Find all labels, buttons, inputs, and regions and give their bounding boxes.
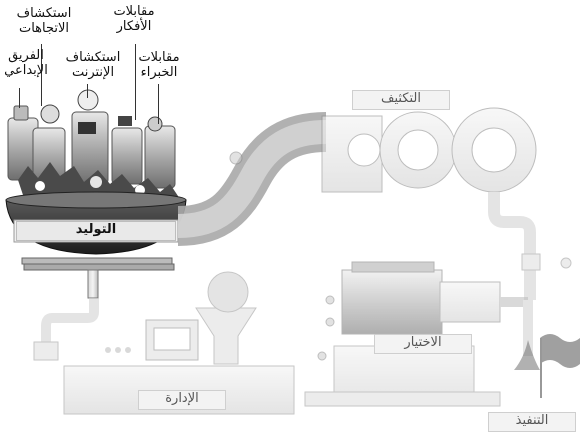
generation-tank [5,89,187,299]
condensing-unit [229,107,572,300]
stage-condensing-label: التكثيف [352,90,450,110]
label-idea-interviews: مقابلات الأفكار [113,4,155,34]
selection-unit [304,261,533,407]
stage-execution-label: التنفيذ [488,412,576,432]
label-trend-exploration: استكشاف الاتجاهات [16,6,72,36]
stage-management-label: الإدارة [138,390,226,410]
execution-flag [514,334,580,398]
label-internet-exploration: استكشاف الإنترنت [65,50,121,80]
stage-generation-label: التوليد [16,221,176,241]
callout-line-ideas [135,44,136,120]
label-expert-interviews: مقابلات الخبراء [138,50,180,80]
label-creative-team: الفريق الإبداعي [4,48,48,78]
callout-line-creative [19,88,20,108]
callout-line-trend [41,44,42,106]
callout-line-experts [158,84,159,124]
callout-line-internet [87,84,88,98]
stage-selection-label: الاختيار [374,334,472,354]
